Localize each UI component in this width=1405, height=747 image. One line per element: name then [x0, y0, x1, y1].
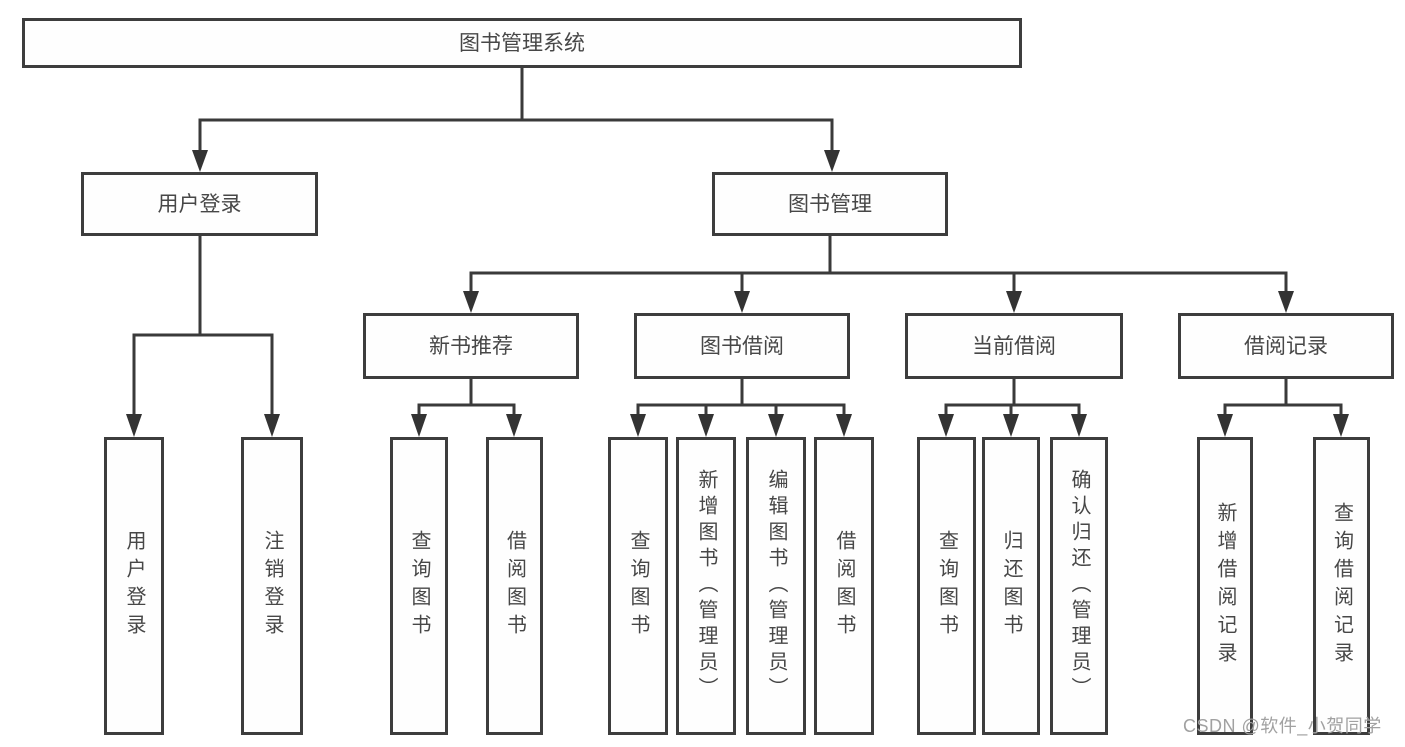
connector-user-login-to-leaves — [126, 236, 280, 437]
node-leaf-add-borrow-record: 新增借阅记录 — [1197, 437, 1253, 735]
node-leaf-query-books: 查询图书 — [608, 437, 668, 735]
connector-root-to-level2 — [192, 68, 840, 172]
node-leaf-borrow-books: 借阅图书 — [486, 437, 543, 735]
node-leaf-add-books-admin: 新增图书（管理员） — [676, 437, 736, 735]
node-leaf-query-books: 查询图书 — [917, 437, 976, 735]
node-leaf-return-books: 归还图书 — [982, 437, 1040, 735]
node-book-borrow: 图书借阅 — [634, 313, 850, 379]
node-leaf-logout: 注销登录 — [241, 437, 303, 735]
node-leaf-query-books: 查询图书 — [390, 437, 448, 735]
connector-current-borrow-to-leaves — [938, 379, 1087, 437]
connector-book-mgmt-to-level3 — [463, 236, 1294, 313]
csdn-watermark: CSDN @软件_小贺同学 — [1183, 716, 1382, 736]
node-new-book-recommend: 新书推荐 — [363, 313, 579, 379]
node-book-management: 图书管理 — [712, 172, 948, 236]
node-leaf-borrow-books: 借阅图书 — [814, 437, 874, 735]
node-user-login: 用户登录 — [81, 172, 318, 236]
connector-borrow-records-to-leaves — [1217, 379, 1349, 437]
node-leaf-confirm-return-admin: 确认归还（管理员） — [1050, 437, 1108, 735]
node-root: 图书管理系统 — [22, 18, 1022, 68]
connector-book-borrow-to-leaves — [630, 379, 852, 437]
connector-new-books-to-leaves — [411, 379, 522, 437]
node-leaf-user-login: 用户登录 — [104, 437, 164, 735]
node-leaf-query-borrow-record: 查询借阅记录 — [1313, 437, 1370, 735]
node-borrow-records: 借阅记录 — [1178, 313, 1394, 379]
node-current-borrow: 当前借阅 — [905, 313, 1123, 379]
node-leaf-edit-books-admin: 编辑图书（管理员） — [746, 437, 806, 735]
